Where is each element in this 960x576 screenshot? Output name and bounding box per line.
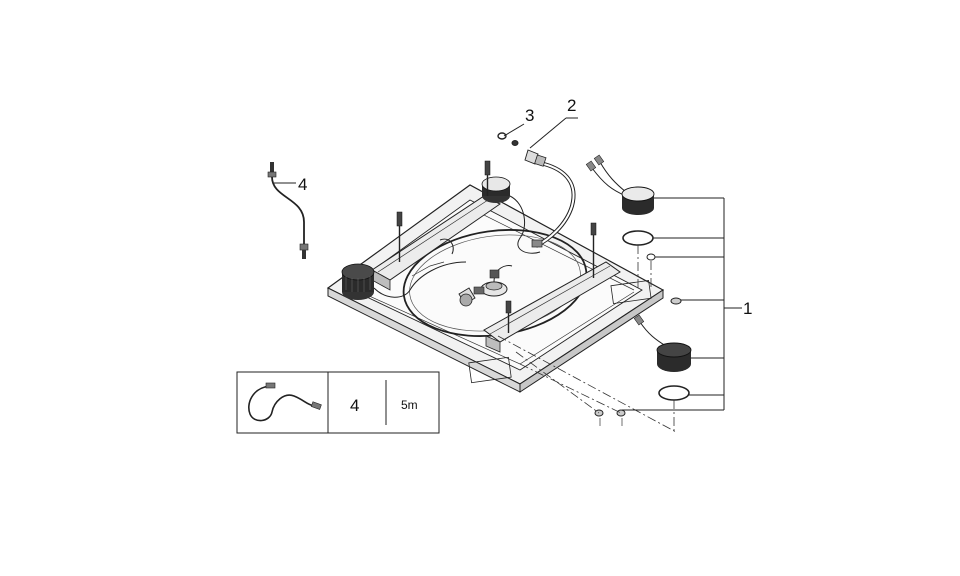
callout-part-1: 1 (743, 299, 752, 318)
seal-ring (497, 132, 519, 146)
legend-length: 5m (401, 398, 418, 412)
callout-part-2: 2 (567, 96, 576, 115)
speaker-icon (585, 154, 655, 215)
flex-hose (524, 149, 576, 248)
bolt-icon (484, 160, 491, 196)
callout-part-3: 3 (525, 106, 534, 125)
speaker-icon (481, 176, 511, 203)
cable-icon (267, 162, 309, 259)
assembly-lines (497, 245, 677, 433)
bolt-icon (590, 222, 597, 278)
seal-ring (658, 385, 690, 401)
frame-wiring (373, 195, 541, 298)
leader-lines (274, 117, 742, 411)
cable-icon (248, 382, 322, 422)
legend-box: 4 5m (236, 371, 440, 434)
bolt-icon (505, 300, 512, 333)
elbow-fitting (458, 286, 485, 307)
speaker-icon (633, 314, 692, 372)
center-drain (480, 265, 513, 297)
speaker-icon (341, 263, 375, 300)
seal-ring (622, 230, 654, 246)
legend-part-number: 4 (350, 396, 359, 415)
cross-beams (371, 195, 621, 353)
bolt-icon (396, 211, 403, 262)
callout-part-4: 4 (298, 175, 307, 194)
